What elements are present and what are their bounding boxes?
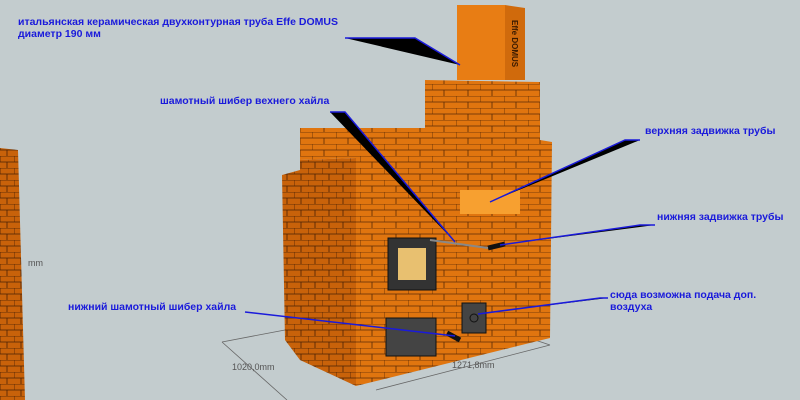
air-supply-door[interactable] [461, 302, 487, 334]
leader-lines [244, 37, 655, 337]
dimension-lines [221, 329, 551, 400]
label-chimney-line1: итальянская керамическая двухконтурная т… [18, 16, 338, 28]
stove-front-face [300, 80, 552, 386]
chimney-pipe-side [505, 5, 525, 80]
label-upper-pipe-valve: верхняя задвижка трубы [645, 125, 776, 137]
chimney-brand-text: Effe DOMUS [510, 20, 519, 68]
partial-object-left [0, 148, 25, 400]
label-air-supply-line1: сюда возможна подача доп. [610, 289, 757, 301]
label-lower-pipe-valve: нижняя задвижка трубы [657, 211, 784, 223]
upper-door-glass [398, 248, 426, 280]
dimension-left-partial: mm [28, 258, 43, 268]
dimension-width: 1271,8mm [452, 360, 495, 370]
chimney-pipe-front [457, 5, 505, 80]
ash-door[interactable] [385, 317, 437, 357]
label-chimney: итальянская керамическая двухконтурная т… [18, 16, 338, 40]
label-air-supply-line2: воздуха [610, 301, 653, 313]
stove-side-face [282, 158, 356, 386]
label-lower-damper-brick: нижний шамотный шибер хайла [68, 301, 237, 313]
air-supply-knob [469, 313, 479, 323]
label-chimney-line2: диаметр 190 мм [18, 28, 101, 40]
label-air-supply: сюда возможна подача доп. воздуха [610, 289, 756, 313]
damper-rod [429, 239, 489, 249]
label-upper-damper-brick: шамотный шибер вехнего хайла [160, 95, 330, 107]
dimension-depth: 1020,0mm [232, 362, 275, 372]
